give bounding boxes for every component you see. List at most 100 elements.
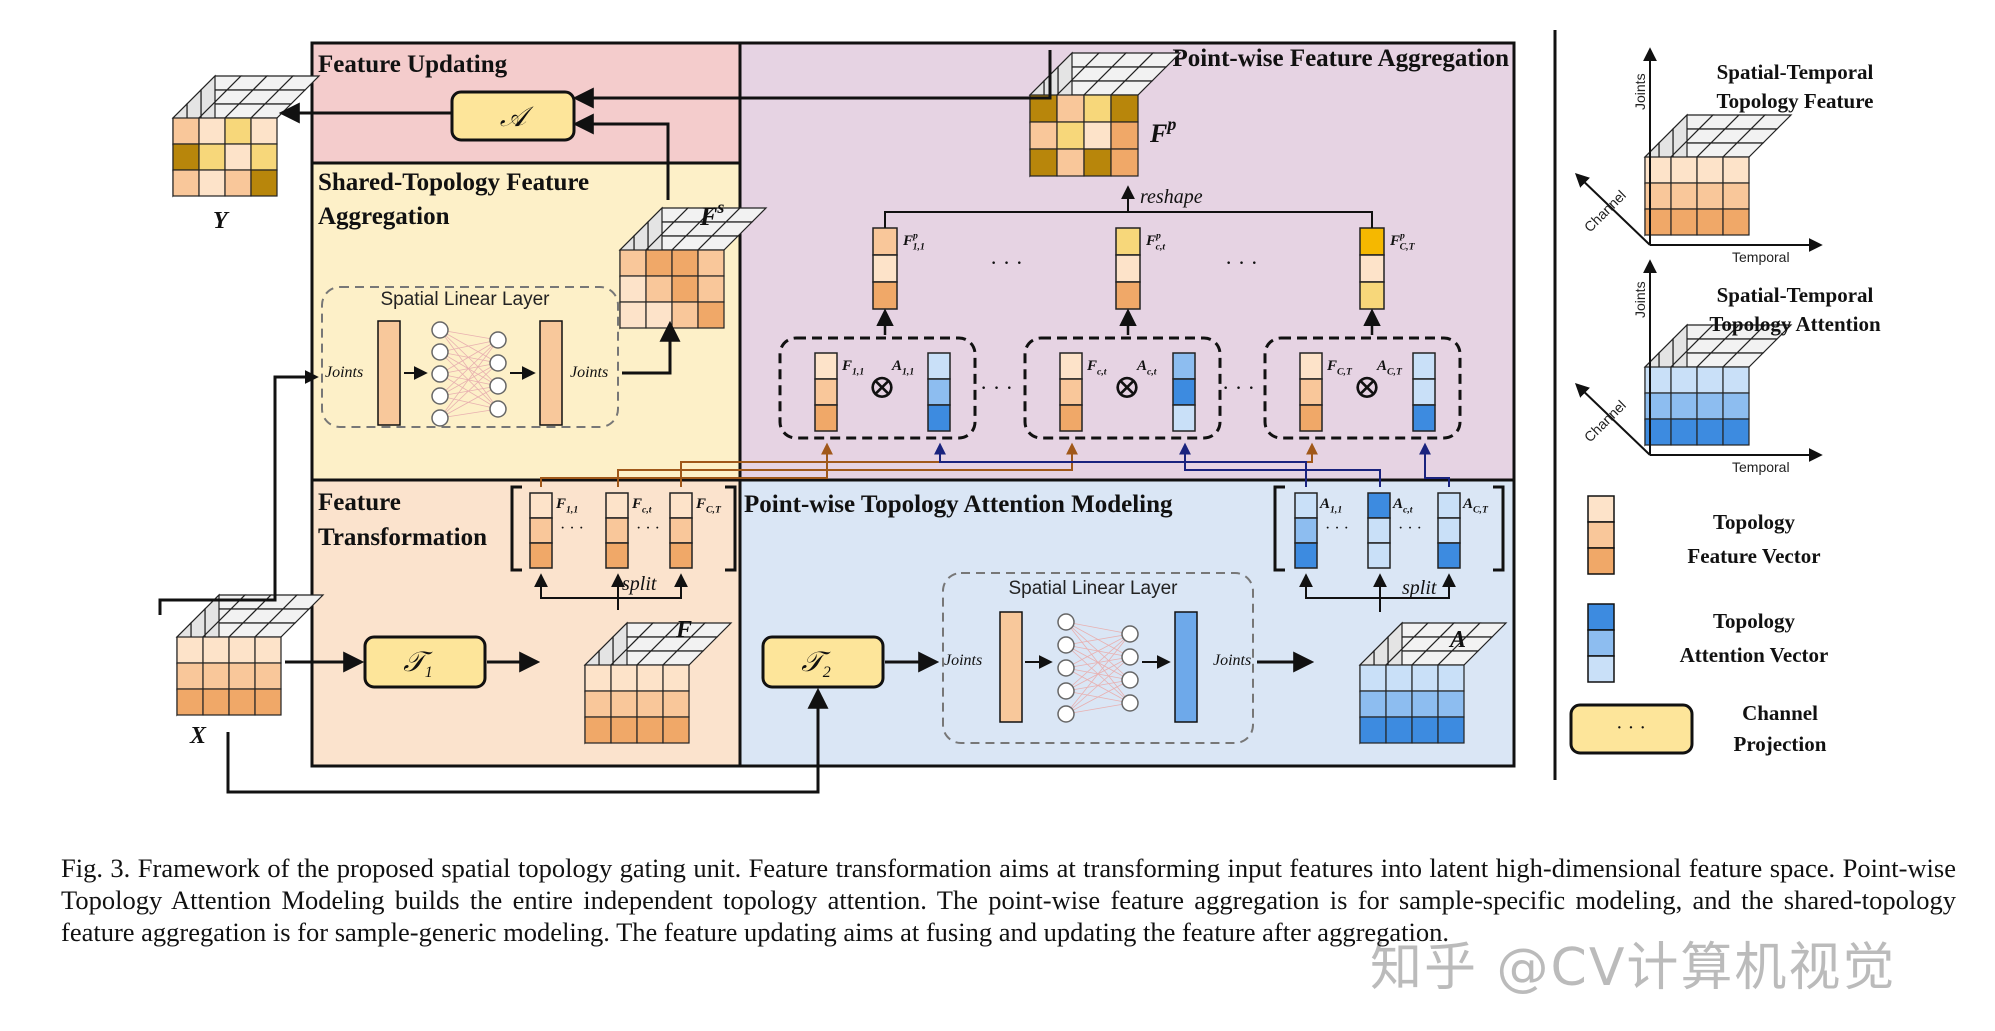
- svg-text:· · ·: · · ·: [1222, 375, 1255, 400]
- group-feature-vector: [1299, 352, 1323, 432]
- input-tensor-x: [175, 593, 325, 717]
- svg-text:Channel: Channel: [1581, 397, 1629, 445]
- svg-text:Topology Attention: Topology Attention: [1709, 312, 1881, 336]
- label-x: X: [189, 723, 207, 749]
- svg-text:A1,1: A1,1: [891, 358, 914, 378]
- svg-text:Joints: Joints: [325, 364, 363, 381]
- svg-text:Channel: Channel: [1581, 187, 1629, 235]
- output-tensor-y: [171, 74, 321, 198]
- svg-text:Fc,t: Fc,t: [1086, 358, 1107, 378]
- figure-caption: Fig. 3. Framework of the proposed spatia…: [61, 853, 1956, 947]
- watermark: 知乎 @CV计算机视觉: [1370, 938, 1897, 998]
- transformed-feature-tensor: [583, 621, 733, 745]
- label-f-s: Fs: [699, 197, 724, 231]
- svg-text:Attention Vector: Attention Vector: [1680, 643, 1829, 667]
- title-shared-topology-2: Aggregation: [318, 203, 450, 230]
- svg-text:· · ·: · · ·: [1325, 520, 1349, 537]
- otimes-icon: ⊗: [1353, 369, 1382, 406]
- p-vector-1: [872, 227, 898, 310]
- svg-text:F1,1: F1,1: [841, 358, 864, 378]
- svg-text:FC,T: FC,T: [1326, 358, 1353, 378]
- svg-text:Projection: Projection: [1734, 732, 1827, 756]
- product-group-3: FC,T AC,T⊗: [1263, 336, 1462, 440]
- svg-text:· · ·: · · ·: [636, 520, 660, 537]
- svg-text:Feature Vector: Feature Vector: [1687, 544, 1820, 568]
- spatial-linear-layer-top: Spatial Linear Layer Joints Joints: [321, 286, 619, 428]
- shared-feature-tensor: [618, 206, 768, 330]
- t1-projection-box: [363, 635, 487, 689]
- split-label-f: split: [622, 573, 657, 595]
- svg-text:FC,T: FC,T: [695, 496, 722, 516]
- group-attention-vector: [1412, 352, 1436, 432]
- svg-text:· · ·: · · ·: [1616, 717, 1646, 739]
- p-vector-2: [1115, 227, 1141, 310]
- point-wise-feature-tensor: [1028, 51, 1182, 178]
- svg-text:Fpc,t: Fpc,t: [1145, 230, 1165, 252]
- title-feature-updating: Feature Updating: [318, 51, 508, 78]
- group-feature-vector: [1059, 352, 1083, 432]
- svg-text:FpC,T: FpC,T: [1389, 230, 1416, 252]
- product-group-2: Fc,t Ac,t⊗: [1023, 336, 1222, 440]
- svg-text:Channel: Channel: [1742, 701, 1818, 725]
- t2-projection-box: [761, 635, 885, 689]
- svg-text:· · ·: · · ·: [990, 250, 1023, 275]
- svg-text:AC,T: AC,T: [1462, 496, 1489, 516]
- svg-text:AC,T: AC,T: [1376, 358, 1403, 378]
- svg-text:Spatial Linear Layer: Spatial Linear Layer: [1009, 578, 1179, 599]
- svg-text:Topology: Topology: [1713, 510, 1796, 534]
- label-y: Y: [213, 208, 230, 234]
- svg-text:Temporal: Temporal: [1732, 459, 1790, 475]
- split-label-a: split: [1402, 577, 1437, 599]
- attention-tensor: [1358, 621, 1508, 745]
- svg-text:Ac,t: Ac,t: [1392, 496, 1413, 516]
- svg-text:Temporal: Temporal: [1732, 249, 1790, 265]
- framework-diagram: Feature Updating Point-wise Feature Aggr…: [158, 30, 1881, 794]
- group-feature-vector: [814, 352, 838, 432]
- vector-f-c-t: [605, 492, 629, 569]
- svg-text:Joints: Joints: [1632, 281, 1648, 318]
- title-feature-transformation-1: Feature: [318, 489, 401, 516]
- svg-text:Joints: Joints: [944, 652, 982, 669]
- svg-text:Joints: Joints: [1213, 652, 1251, 669]
- vector-a-1-1: [1294, 492, 1318, 569]
- svg-text:· · ·: · · ·: [1398, 520, 1422, 537]
- vector-f-C-T: [669, 492, 693, 569]
- svg-text:Topology: Topology: [1713, 609, 1796, 633]
- product-group-1: F1,1 A1,1⊗: [778, 336, 977, 440]
- svg-text:· · ·: · · ·: [560, 520, 584, 537]
- spatial-linear-layer-bottom: Spatial Linear Layer Joints Joints: [942, 572, 1254, 744]
- svg-text:Spatial Linear Layer: Spatial Linear Layer: [381, 289, 551, 310]
- group-attention-vector: [1172, 352, 1196, 432]
- otimes-icon: ⊗: [1113, 369, 1142, 406]
- title-attention-modeling: Point-wise Topology Attention Modeling: [744, 491, 1173, 518]
- legend-feature-tensor: [1643, 113, 1793, 237]
- svg-text:Fp1,1: Fp1,1: [902, 230, 925, 252]
- vector-a-C-T: [1437, 492, 1461, 569]
- vector-routing-lines: [540, 442, 1450, 487]
- svg-text:Topology Feature: Topology Feature: [1717, 89, 1874, 113]
- svg-text:A1,1: A1,1: [1319, 496, 1342, 516]
- otimes-icon: ⊗: [868, 369, 897, 406]
- vector-a-c-t: [1367, 492, 1391, 569]
- svg-text:F1,1: F1,1: [555, 496, 578, 516]
- reshape-label: reshape: [1140, 186, 1203, 208]
- svg-text:Ac,t: Ac,t: [1136, 358, 1157, 378]
- label-f: F: [675, 617, 692, 643]
- split-attention-vectors: A1,1 Ac,t AC,T · · · · · ·: [1273, 485, 1505, 612]
- title-shared-topology-1: Shared-Topology Feature: [318, 169, 589, 196]
- label-f-p: Fp: [1149, 114, 1176, 148]
- svg-text:Spatial-Temporal: Spatial-Temporal: [1717, 283, 1874, 307]
- label-a: A: [1448, 627, 1466, 653]
- svg-text:Fc,t: Fc,t: [631, 496, 652, 516]
- vector-f-1-1: [529, 492, 553, 569]
- svg-text:Joints: Joints: [1632, 73, 1648, 110]
- group-attention-vector: [927, 352, 951, 432]
- split-feature-vectors: F1,1 Fc,t FC,T · · · · · ·: [510, 485, 737, 610]
- svg-text:Joints: Joints: [570, 364, 608, 381]
- svg-text:· · ·: · · ·: [980, 375, 1013, 400]
- legend-attention-tensor: [1643, 323, 1793, 447]
- title-point-wise-aggregation: Point-wise Feature Aggregation: [1172, 45, 1509, 72]
- title-feature-transformation-2: Transformation: [318, 524, 487, 551]
